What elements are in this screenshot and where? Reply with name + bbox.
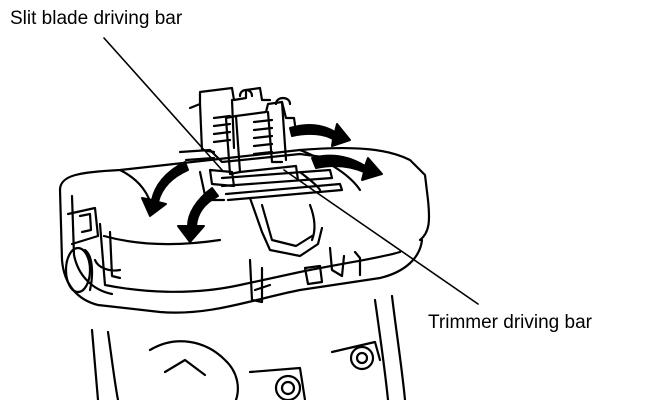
- arrow-curved-right-upper: [289, 123, 351, 147]
- arrow-curved-left-lower: [177, 187, 219, 243]
- arrow-curved-right-lower: [311, 154, 383, 181]
- leader-trimmer: [283, 169, 479, 305]
- arrow-curved-left-upper: [141, 161, 189, 217]
- label-trimmer-driving-bar: Trimmer driving bar: [428, 312, 592, 333]
- leader-lines: [103, 37, 479, 305]
- leader-slit-blade: [103, 37, 223, 171]
- driving-bars-assembly: [178, 86, 344, 258]
- motion-arrows: [141, 123, 383, 243]
- head-housing: [58, 146, 431, 314]
- shaver-body: [90, 294, 407, 400]
- label-slit-blade-driving-bar: Slit blade driving bar: [10, 8, 183, 29]
